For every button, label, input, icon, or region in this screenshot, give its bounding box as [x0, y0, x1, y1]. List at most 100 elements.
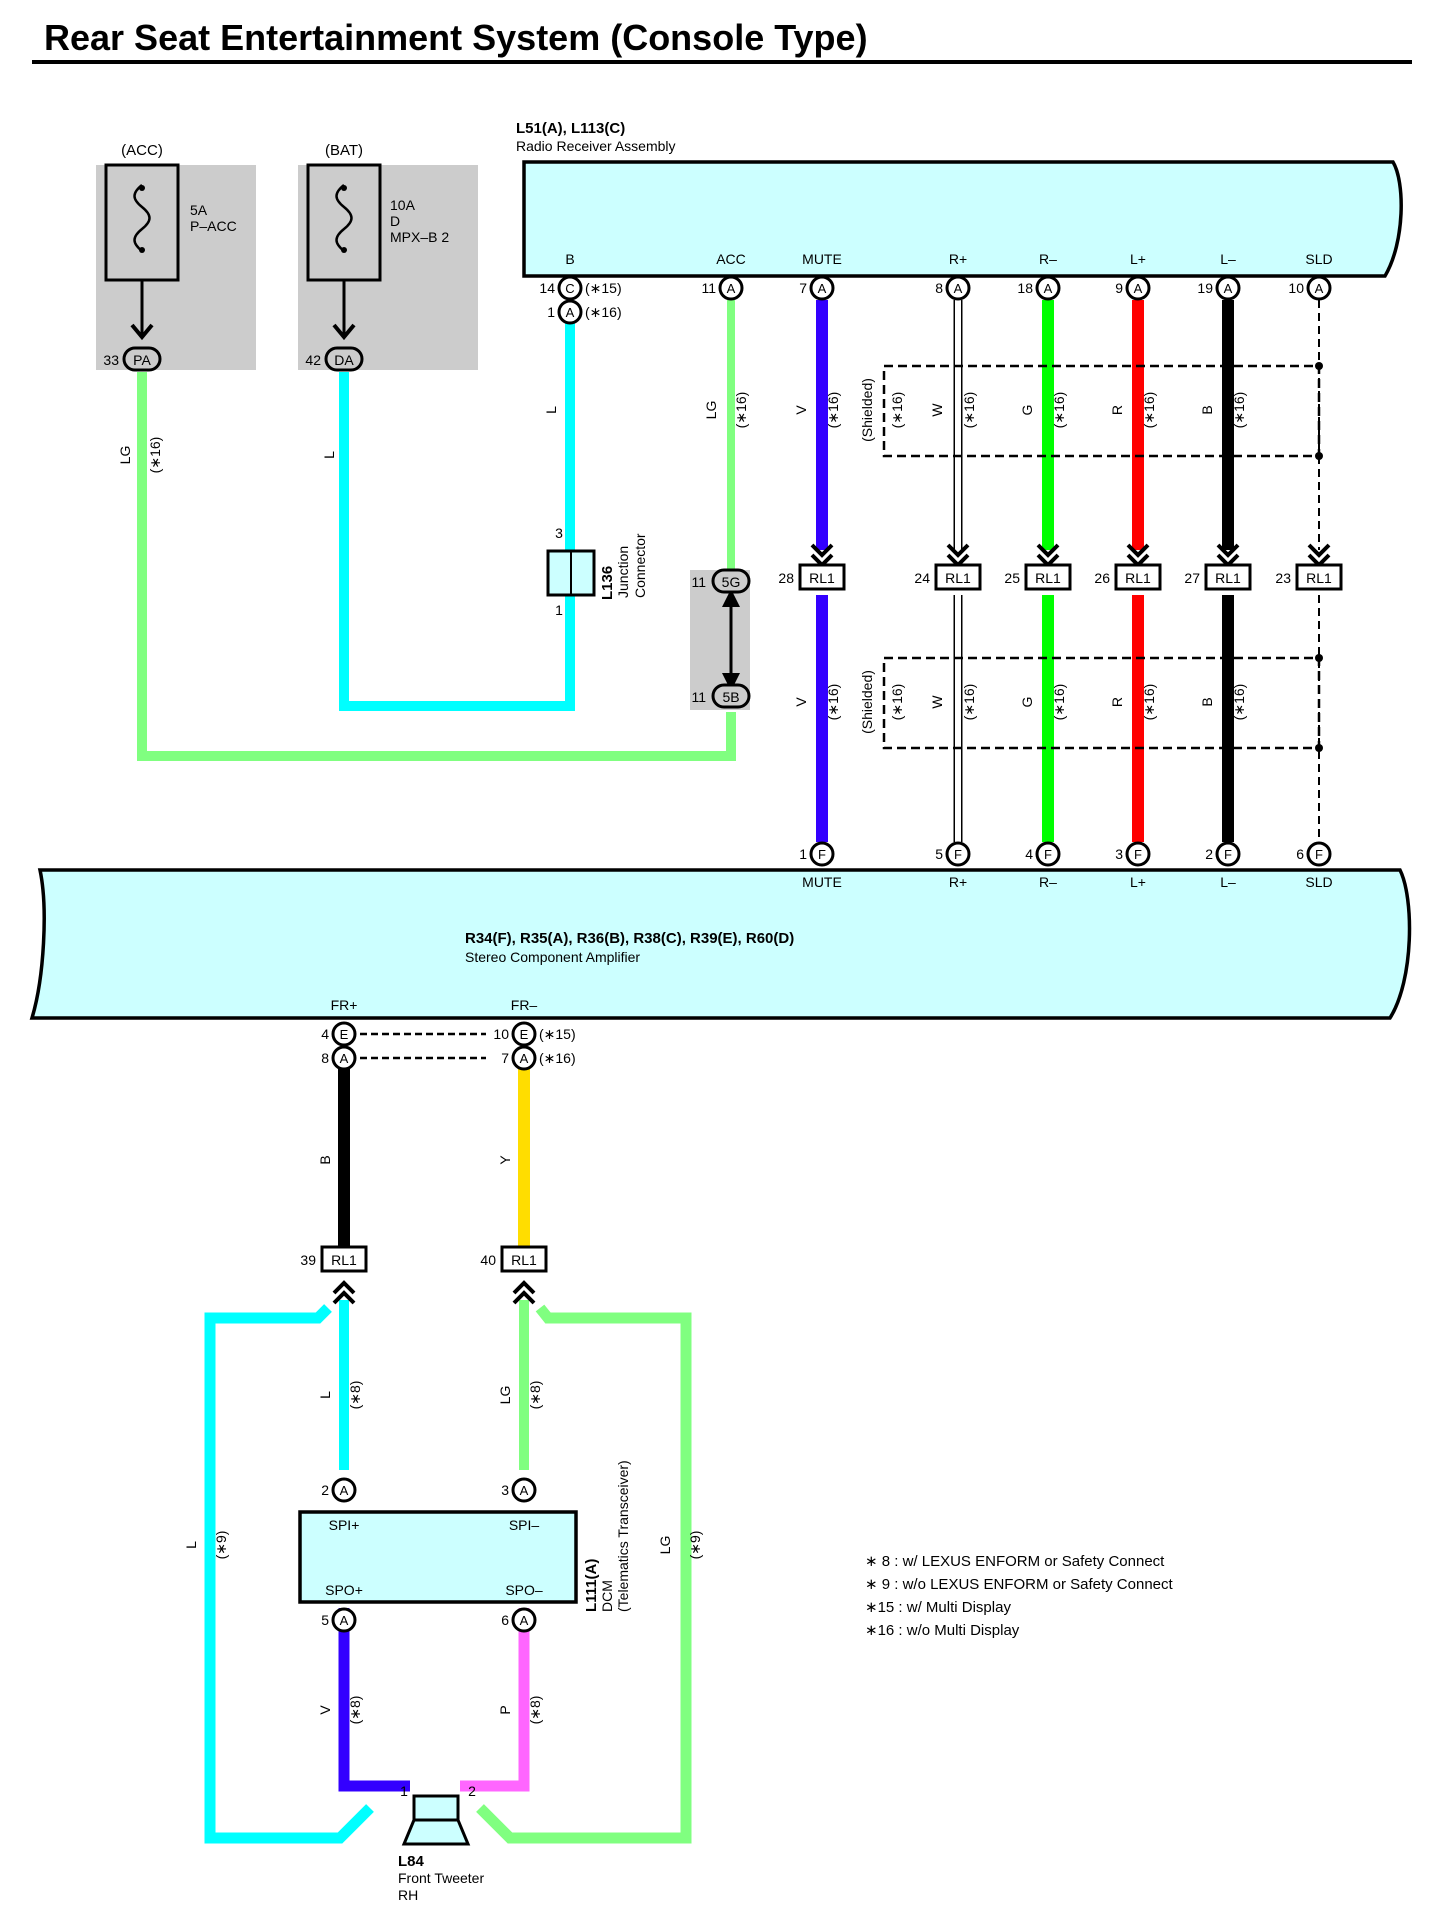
wire-color-upper-2: G	[1019, 405, 1035, 416]
fr-connector-0: RL1 39	[300, 1245, 368, 1305]
amp-top-pin-number: 1	[799, 846, 807, 862]
radio-pin-5	[1125, 275, 1151, 301]
shielded-note: (∗16)	[889, 392, 905, 429]
wire-color-upper-4: B	[1199, 405, 1215, 414]
amp-bottom-pin-alt-number: 7	[501, 1050, 509, 1066]
note-8: ∗ 8 : w/ LEXUS ENFORM or Safety Connect	[865, 1553, 1165, 1570]
dcm-pin-number: 5	[321, 1612, 329, 1628]
fuse-bat-source: (BAT)	[325, 142, 363, 159]
amp-top-pin-2	[1035, 841, 1061, 867]
wire-note-lower-1: (∗16)	[961, 684, 977, 721]
rl1-box	[1114, 563, 1162, 591]
wire-note-upper-4: (∗16)	[1231, 392, 1247, 429]
wire-note-lower-2: (∗16)	[1051, 684, 1067, 721]
note-15: ∗15 : w/ Multi Display	[865, 1599, 1011, 1616]
wire-note-spo-plus: (∗8)	[347, 1696, 363, 1725]
rl1-box	[934, 563, 982, 591]
amp-top-pin-4-label: F	[1224, 847, 1232, 862]
junction-pin-top: 3	[555, 525, 563, 541]
dcm-pin-number: 3	[501, 1482, 509, 1498]
amplifier-code: R34(F), R35(A), R36(B), R38(C), R39(E), …	[465, 930, 794, 947]
radio-pin-number: 8	[935, 280, 943, 296]
connector-5g	[711, 568, 751, 594]
amp-bottom-pin-0-label: E	[340, 1027, 349, 1042]
tweeter-pin2: 2	[468, 1783, 476, 1799]
connector-pa	[122, 346, 162, 372]
amp-top-label: R+	[949, 874, 967, 890]
connector-5g-pin: 11	[691, 574, 706, 590]
connector-da	[324, 346, 364, 372]
radio-pin-2-label: A	[818, 281, 827, 296]
wires	[137, 300, 1320, 1844]
rl1-label: RL1	[1035, 570, 1061, 586]
wire-color-bypass-l: L	[183, 1541, 199, 1549]
wire-note-bypass-l: (∗9)	[213, 1531, 229, 1560]
radio-b-pin-alt-number: 1	[547, 304, 555, 320]
radio-pin-2	[809, 275, 835, 301]
amp-bottom-pin-alt-1	[511, 1045, 537, 1071]
wire-color-spi-plus: L	[317, 1391, 333, 1399]
rl1-pin: 39	[300, 1252, 316, 1268]
acc-connector: 5G 11 5B 11	[690, 568, 751, 710]
amp-top-label: L–	[1220, 874, 1236, 890]
dcm-terminal-label: SPI+	[329, 1517, 360, 1533]
wire-v-spo-plus	[338, 1608, 410, 1792]
amp-top-pin-5	[1306, 841, 1332, 867]
amp-bottom-pin-1	[511, 1021, 537, 1047]
amp-bottom-pin-alt-number: 8	[321, 1050, 329, 1066]
amp-bottom-pin-number: 4	[321, 1026, 329, 1042]
wire-color-l-da: L	[321, 451, 337, 459]
amp-top-pin-3-label: F	[1134, 847, 1142, 862]
amp-top-pin-number: 3	[1115, 846, 1123, 862]
radio-pin-4-label: A	[1044, 281, 1053, 296]
amp-top-pin-5-label: F	[1315, 847, 1323, 862]
rl1-box	[1024, 563, 1072, 591]
rl1-label: RL1	[331, 1252, 357, 1268]
wire-color-l-radio: L	[543, 406, 559, 414]
wire-note-upper-3: (∗16)	[1141, 392, 1157, 429]
rl1-box	[798, 563, 846, 591]
connector-5b-label: 5B	[722, 689, 739, 705]
radio-code: L51(A), L113(C)	[516, 120, 625, 137]
wire-color-upper-0: V	[793, 405, 809, 415]
amp-top-label: MUTE	[802, 874, 842, 890]
rl1-pin: 23	[1275, 570, 1291, 586]
wire-note-lower-3: (∗16)	[1141, 684, 1157, 721]
stereo-amplifier: R34(F), R35(A), R36(B), R38(C), R39(E), …	[29, 841, 1412, 1071]
chevron-up-icon	[332, 1280, 356, 1305]
tweeter-code: L84	[398, 1853, 425, 1870]
radio-pin-1-label: A	[727, 281, 736, 296]
amplifier-body	[29, 868, 1412, 1020]
connector-pa-label: PA	[133, 352, 151, 368]
junction-line1: Junction	[615, 546, 631, 598]
note-9: ∗ 9 : w/o LEXUS ENFORM or Safety Connect	[865, 1576, 1174, 1593]
wire-color-lower-2: G	[1019, 697, 1035, 708]
radio-b-pin-alt	[557, 299, 583, 325]
page-title: Rear Seat Entertainment System (Console …	[44, 17, 868, 58]
dcm-pin-2	[331, 1607, 357, 1633]
amp-top-pin-0-label: F	[818, 847, 826, 862]
fuse-bat-line2: D	[390, 213, 400, 229]
wire-color-fr-minus: Y	[497, 1155, 513, 1165]
dcm-terminal-label: SPO–	[505, 1582, 543, 1598]
junction-code: L136	[599, 566, 616, 600]
amp-top-pin-2-label: F	[1044, 847, 1052, 862]
chevron-up-icon	[512, 1280, 536, 1305]
wire-l-bypass	[204, 1304, 374, 1844]
connector-5b-pin: 11	[691, 689, 706, 705]
rl1-label: RL1	[1306, 570, 1332, 586]
fuse-acc-arrow-icon	[130, 323, 154, 341]
radio-b-note-16: (∗16)	[585, 304, 622, 320]
dcm-pin-3	[511, 1607, 537, 1633]
amp-bottom-pin-alt-1-label: A	[520, 1051, 529, 1066]
dcm-body	[298, 1510, 578, 1604]
connector-da-label: DA	[334, 352, 354, 368]
wire-lg-bypass	[476, 1304, 692, 1844]
radio-pin-number: 18	[1017, 280, 1033, 296]
shielded-note: (∗16)	[889, 684, 905, 721]
